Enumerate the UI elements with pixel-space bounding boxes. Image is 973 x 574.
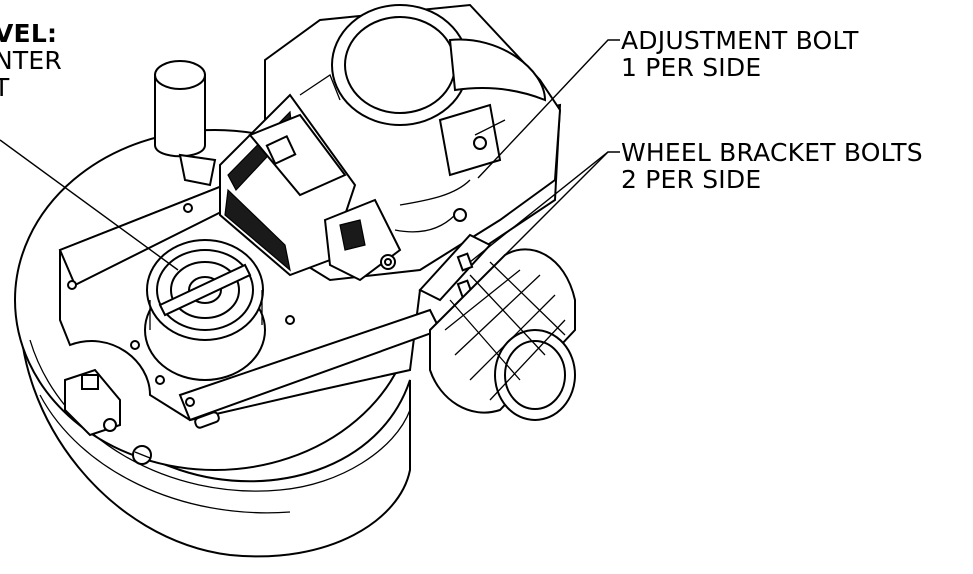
filler-tube	[154, 60, 217, 187]
leader-adjustment-bolt	[477, 39, 620, 179]
adjustment-bolt-count: 1 PER SIDE	[621, 53, 762, 82]
callout-left-partial: VEL: NTER T	[0, 20, 62, 101]
wheel-bracket-bolts-label: WHEEL BRACKET BOLTS	[621, 138, 923, 167]
adjustment-bolt-label: ADJUSTMENT BOLT	[621, 26, 859, 55]
leader-left	[0, 139, 179, 271]
leader-wheel-bracket-2	[469, 151, 609, 291]
deck-switch	[64, 368, 152, 465]
callout-left-line3: T	[0, 73, 10, 102]
callout-left-line2: NTER	[0, 46, 62, 75]
drive-pulley	[144, 239, 266, 381]
wheel-bracket-bolts-count: 2 PER SIDE	[621, 165, 762, 194]
wheel-assembly	[418, 233, 576, 421]
callout-adjustment-bolt: ADJUSTMENT BOLT 1 PER SIDE	[621, 27, 859, 81]
callout-wheel-bracket-bolts: WHEEL BRACKET BOLTS 2 PER SIDE	[621, 139, 923, 193]
engine	[219, 3, 562, 282]
callout-left-line1: VEL:	[0, 19, 58, 48]
